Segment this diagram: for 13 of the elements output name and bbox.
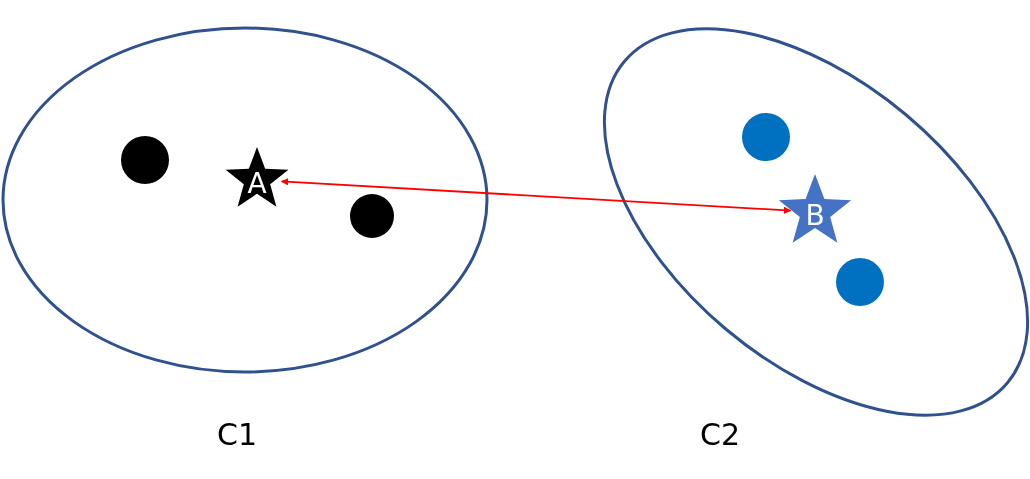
cluster-label: C2 <box>700 420 740 450</box>
cluster-ellipse <box>603 27 1029 417</box>
cluster-ellipse <box>1 26 489 374</box>
centroid-star <box>225 147 289 207</box>
cluster-label: C1 <box>217 420 257 450</box>
data-point <box>350 194 394 238</box>
centroid-star <box>778 174 852 243</box>
point-label: A <box>247 170 267 198</box>
double-arrow <box>280 178 792 214</box>
data-point <box>742 113 790 161</box>
point-label: B <box>805 202 825 230</box>
data-point <box>121 136 169 184</box>
data-point <box>836 258 884 306</box>
